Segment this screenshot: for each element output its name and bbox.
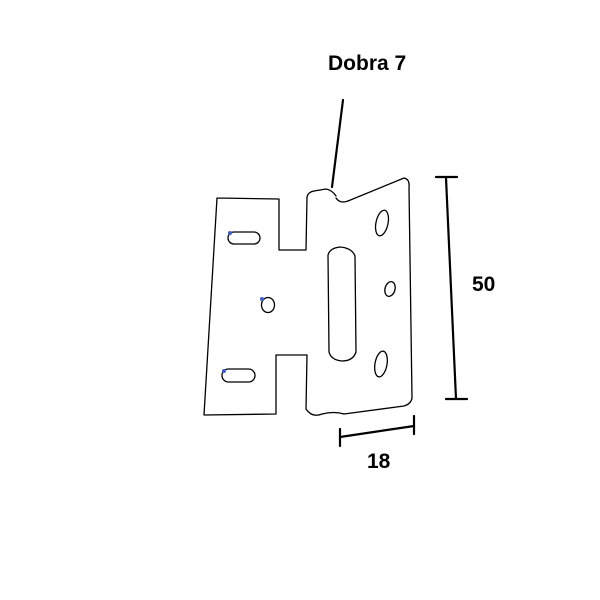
callout-leader-line [330, 98, 345, 189]
height-dimension-line [444, 176, 458, 401]
center-channel [327, 246, 357, 362]
width-dimension: 18 [338, 414, 416, 473]
right-upper-slot-hole [374, 209, 390, 237]
right-lower-slot-hole [374, 350, 388, 378]
left-round-hole [260, 296, 276, 314]
point-marker [228, 231, 232, 235]
left-lower-slot-hole [221, 368, 256, 383]
left-flange-outline [203, 196, 308, 416]
width-dimension-label: 18 [367, 450, 391, 473]
height-dimension: 50 [434, 175, 495, 401]
callout-label: Dobra 7 [328, 52, 406, 75]
point-marker [260, 297, 264, 301]
width-dimension-line [338, 424, 416, 439]
point-marker [222, 369, 226, 373]
height-dimension-label: 50 [472, 273, 495, 296]
bend-outline [305, 188, 349, 416]
left-upper-slot-hole [227, 231, 261, 245]
right-flange-outline [343, 177, 413, 415]
right-round-hole [384, 280, 396, 298]
